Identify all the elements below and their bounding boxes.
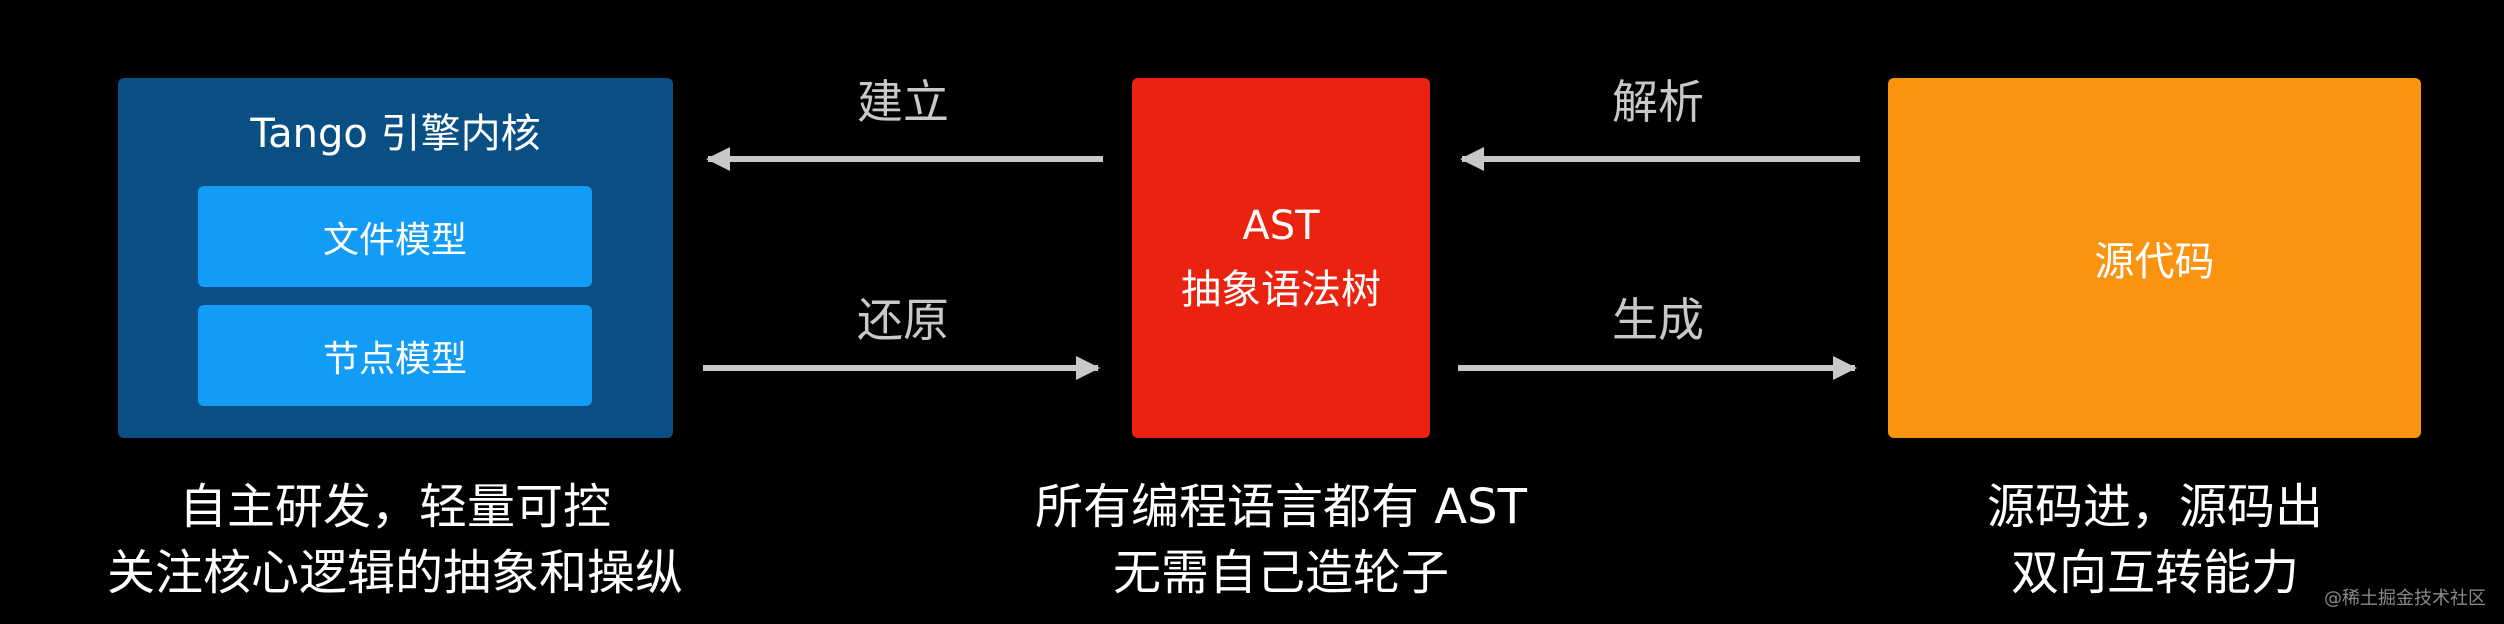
source-caption-line-1: 源码进，源码出 bbox=[1986, 479, 2323, 535]
generate-label: 生成 bbox=[1612, 293, 1704, 347]
node-model-label: 节点模型 bbox=[322, 338, 467, 380]
parse-label: 解析 bbox=[1612, 75, 1704, 129]
engine-caption-line-1: 自主研发，轻量可控 bbox=[178, 479, 611, 535]
ast-label: AST bbox=[1242, 203, 1320, 249]
engine-core-title: Tango 引擎内核 bbox=[250, 111, 541, 157]
ast-subtitle: 抽象语法树 bbox=[1181, 267, 1381, 313]
ast-caption-line-1: 所有编程语言都有 AST bbox=[1035, 479, 1527, 535]
restore-label: 还原 bbox=[857, 293, 949, 347]
file-model-label: 文件模型 bbox=[322, 219, 467, 261]
node-model-box: 节点模型 bbox=[198, 305, 592, 406]
source-caption: 源码进，源码出 双向互转能力 bbox=[1855, 474, 2455, 606]
source-code-box: 源代码 bbox=[1888, 78, 2421, 438]
ast-box: AST 抽象语法树 bbox=[1132, 78, 1430, 438]
file-model-box: 文件模型 bbox=[198, 186, 592, 287]
source-code-label: 源代码 bbox=[2094, 239, 2215, 285]
engine-caption: 自主研发，轻量可控 关注核心逻辑的抽象和操纵 bbox=[60, 474, 730, 606]
source-caption-line-2: 双向互转能力 bbox=[2010, 545, 2299, 601]
engine-core-box: Tango 引擎内核 文件模型 节点模型 bbox=[118, 78, 673, 438]
ast-caption-line-2: 无需自己造轮子 bbox=[1112, 545, 1449, 601]
watermark: @稀土掘金技术社区 bbox=[2324, 588, 2486, 609]
engine-caption-line-2: 关注核心逻辑的抽象和操纵 bbox=[106, 545, 683, 601]
build-label: 建立 bbox=[857, 75, 949, 129]
ast-caption: 所有编程语言都有 AST 无需自己造轮子 bbox=[981, 474, 1581, 606]
